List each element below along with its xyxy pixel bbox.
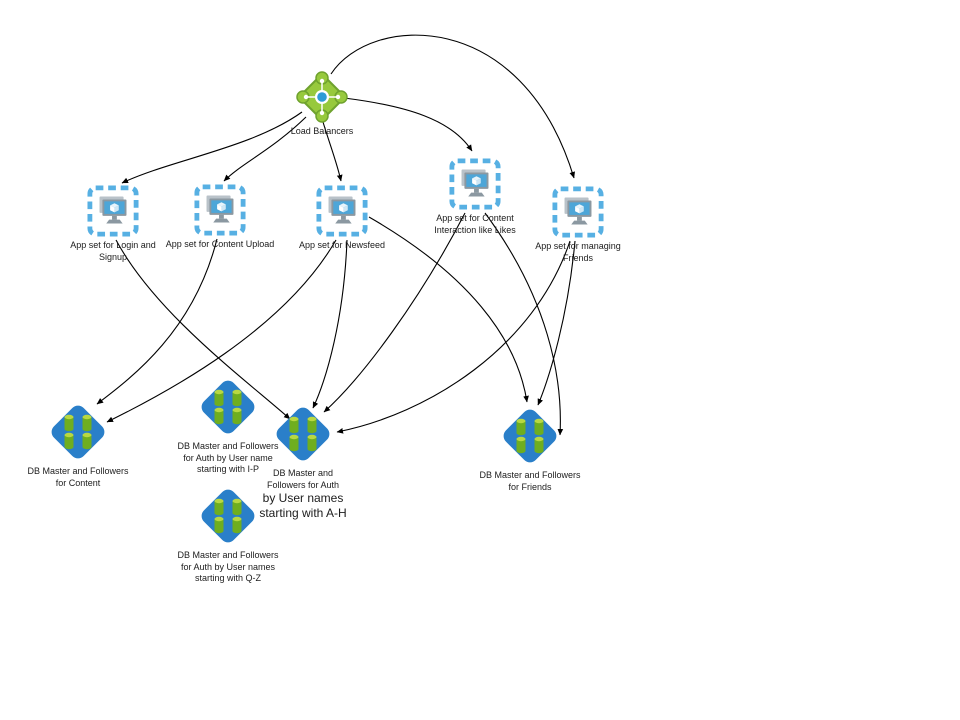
database-shard-icon [272, 403, 334, 465]
app-set-icon [552, 186, 604, 238]
node-app-login: App set for Login and Signup [58, 185, 168, 263]
node-app-interaction: App set for Content Interaction like Lik… [415, 158, 535, 236]
node-app-upload: App set for Content Upload [165, 184, 275, 251]
node-label: DB Master and Followers for Content [27, 466, 129, 488]
node-app-friends: App set for managing Friends [523, 186, 633, 264]
app-set-icon [87, 185, 139, 237]
load-balancer-icon [296, 71, 348, 123]
node-label: DB Master and Followers for Auth by User… [177, 441, 279, 475]
database-shard-icon [197, 485, 259, 547]
edge-app-newsfeed-to-db-ah [312, 239, 348, 409]
edge-app-friends-to-db-ah [336, 240, 571, 434]
database-shard-icon [499, 405, 561, 467]
app-set-icon [316, 185, 368, 237]
app-set-icon [449, 158, 501, 210]
app-set-icon [194, 184, 246, 236]
node-load-balancer: Load Balancers [262, 71, 382, 138]
node-label-small: DB Master and Followers for Auth [266, 468, 340, 490]
node-db-auth-ip: DB Master and Followers for Auth by User… [173, 376, 283, 476]
node-label: DB Master and Followers for Auth by User… [177, 550, 279, 584]
edge-app-friends-to-db-friends [537, 240, 576, 406]
node-label-large: by User names starting with A-H [259, 491, 347, 521]
node-label: DB Master and Followers for Friends [479, 470, 581, 492]
node-label: App set for Content Interaction like Lik… [434, 213, 516, 235]
node-app-newsfeed: App set for Newsfeed [282, 185, 402, 252]
node-label: App set for Content Upload [165, 239, 275, 249]
node-label: DB Master and Followers for Auth by User… [253, 468, 353, 521]
node-db-auth-qz: DB Master and Followers for Auth by User… [173, 485, 283, 585]
node-db-auth-ah: DB Master and Followers for Auth by User… [253, 403, 353, 521]
node-db-content: DB Master and Followers for Content [23, 401, 133, 489]
database-shard-icon [47, 401, 109, 463]
node-label: Load Balancers [290, 126, 354, 136]
node-db-friends: DB Master and Followers for Friends [475, 405, 585, 493]
database-shard-icon [197, 376, 259, 438]
node-label: App set for Login and Signup [70, 240, 156, 262]
node-label: App set for managing Friends [535, 241, 621, 263]
node-label: App set for Newsfeed [298, 240, 386, 250]
